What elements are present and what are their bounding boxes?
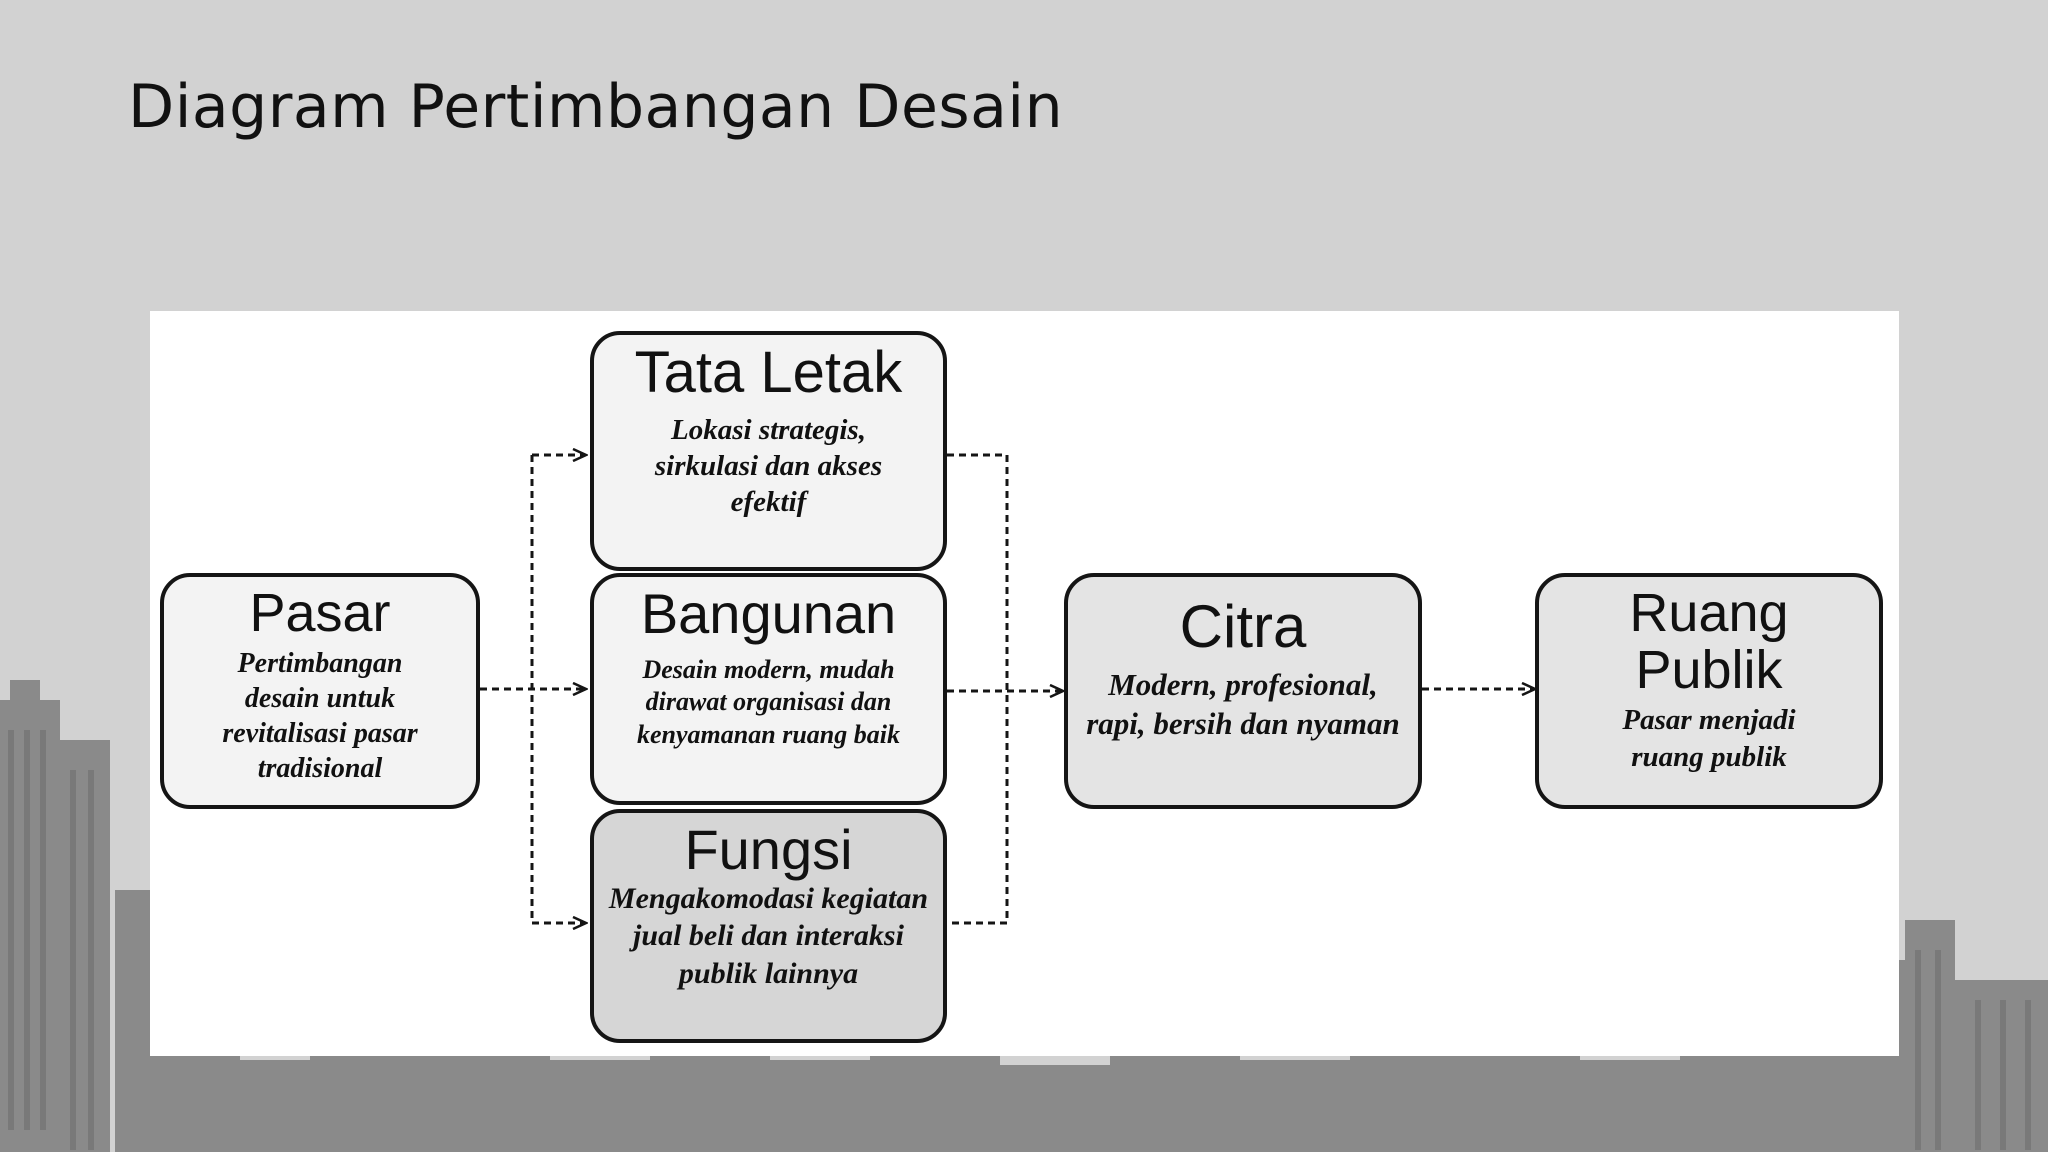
node-title-citra: Citra: [1179, 593, 1307, 660]
node-title-pasar: Pasar: [249, 583, 391, 643]
node-pasar: Pasar Pertimbangan desain untuk revitali…: [160, 573, 480, 809]
node-fungsi: Fungsi Mengakomodasi kegiatan jual beli …: [590, 809, 947, 1043]
diagram-panel: Pasar Pertimbangan desain untuk revitali…: [150, 311, 1899, 1056]
node-title-bangunan: Bangunan: [640, 582, 897, 645]
node-desc-tata-letak: Lokasi strategis, sirkulasi dan akses ef…: [654, 413, 883, 519]
node-title-tata-letak: Tata Letak: [634, 340, 903, 405]
node-desc-citra: Modern, profesional, rapi, bersih dan ny…: [1086, 667, 1400, 741]
node-tata-letak: Tata Letak Lokasi strategis, sirkulasi d…: [590, 331, 947, 571]
diagram-connectors: [480, 311, 1899, 1056]
node-ruang-publik: Ruang Publik Pasar menjadi ruang publik: [1535, 573, 1883, 809]
slide-title: Diagram Pertimbangan Desain: [128, 72, 1064, 142]
node-desc-fungsi: Mengakomodasi kegiatan jual beli dan int…: [608, 881, 929, 990]
node-title-fungsi: Fungsi: [684, 818, 853, 881]
node-desc-bangunan: Desain modern, mudah dirawat organisasi …: [637, 654, 900, 749]
node-desc-ruang-publik: Pasar menjadi ruang publik: [1622, 704, 1796, 773]
node-desc-pasar: Pertimbangan desain untuk revitalisasi p…: [222, 647, 418, 784]
node-bangunan: Bangunan Desain modern, mudah dirawat or…: [590, 573, 947, 805]
node-title-ruang-publik: Ruang Publik: [1629, 583, 1789, 700]
node-citra: Citra Modern, profesional, rapi, bersih …: [1064, 573, 1422, 809]
edge-tata-letak-out: [947, 453, 1009, 925]
